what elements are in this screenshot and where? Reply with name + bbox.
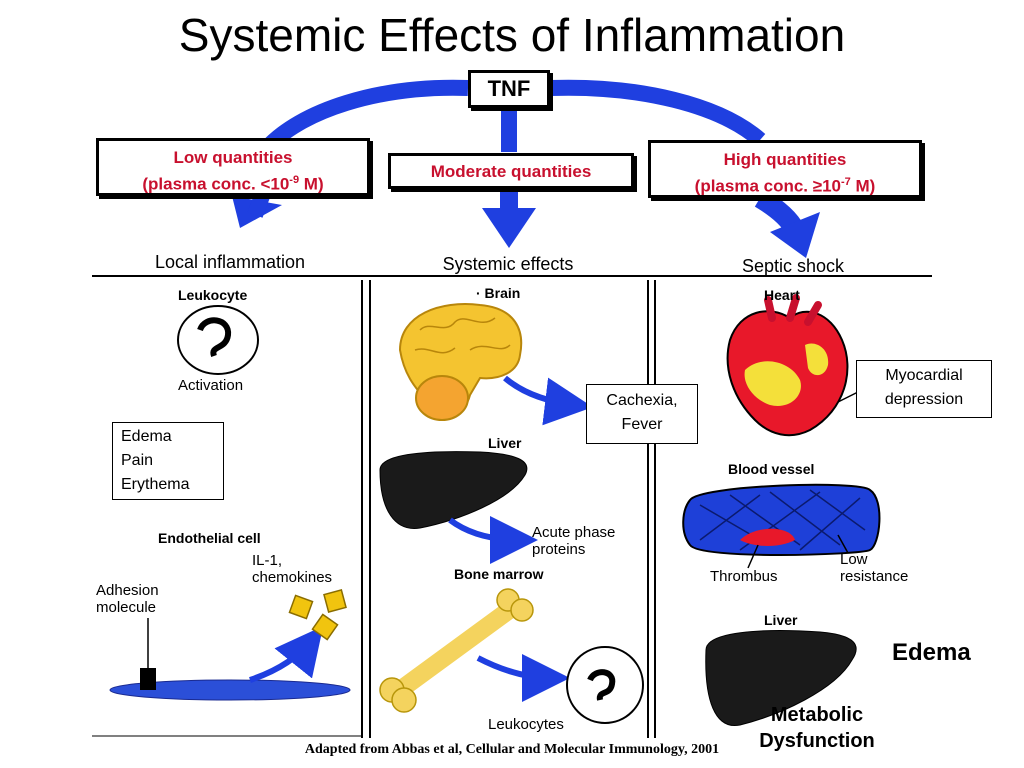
- tnf-box: TNF: [468, 70, 550, 108]
- arrow-to-cachexia: [503, 375, 593, 426]
- bone-end-4: [510, 598, 534, 622]
- bone-marrow-label: Bone marrow: [454, 566, 544, 582]
- adhesion-text-2: molecule: [96, 599, 157, 616]
- bone-shape: [391, 599, 521, 699]
- adhesion-molecule-shape: [140, 668, 156, 690]
- acute-phase-label: Acute phase proteins: [532, 524, 615, 558]
- column-header-systemic: Systemic effects: [442, 254, 574, 274]
- thrombus-shape: [740, 528, 795, 546]
- moderate-quantities-box: Moderate quantities: [388, 153, 634, 189]
- leukocytes-label: Leukocytes: [488, 716, 564, 733]
- chemokine-1: [288, 594, 314, 620]
- moderate-quantities-title: Moderate quantities: [430, 162, 592, 181]
- cachexia-fever-box: Cachexia, Fever: [586, 384, 698, 444]
- acute-text-2: proteins: [532, 541, 586, 558]
- metabolic-text-1: Metabolic: [770, 704, 864, 726]
- low-quantities-title: Low quantities: [173, 148, 293, 167]
- page-title: Systemic Effects of Inflammation: [178, 9, 846, 61]
- erythema-text: Erythema: [121, 476, 190, 493]
- metabolic-dysfunction-label: Metabolic Dysfunction: [742, 702, 892, 754]
- arrow-to-chemokines: [249, 625, 324, 683]
- leukocyte-nucleus: [197, 317, 231, 358]
- myocardial-depression-box: Myocardial depression: [856, 360, 992, 418]
- cachexia-text: Cachexia,: [606, 392, 678, 409]
- activation-label: Activation: [178, 377, 244, 394]
- high-conc-pre: (plasma conc. ≥10: [694, 176, 841, 196]
- tnf-label: TNF: [487, 76, 531, 101]
- resistance-text: resistance: [840, 568, 909, 585]
- leukocytes-nucleus: [587, 669, 616, 701]
- high-quantities-conc: (plasma conc. ≥10-7 M): [651, 171, 919, 198]
- high-quantities-title: High quantities: [723, 150, 847, 169]
- local-symptoms-box: Edema Pain Erythema: [112, 422, 224, 500]
- column-header-local: Local inflammation: [154, 252, 306, 272]
- thrombus-label: Thrombus: [710, 568, 778, 585]
- arrow-high-head: [770, 212, 820, 258]
- high-conc-post: M): [850, 176, 876, 196]
- arrow-moderate-head: [482, 208, 536, 248]
- low-conc-exp: -9: [289, 174, 300, 186]
- brain-label: · Brain: [476, 285, 521, 301]
- bone-end-2: [391, 687, 417, 713]
- leukocyte-cell: [177, 305, 259, 375]
- liver-systemic-label: Liver: [488, 435, 522, 451]
- endothelial-cell-label: Endothelial cell: [158, 530, 261, 546]
- myocardial-text-1: Myocardial: [885, 367, 963, 384]
- metabolic-text-2: Dysfunction: [759, 730, 875, 752]
- chemokine-3: [311, 613, 339, 641]
- il1-text: IL-1,: [252, 552, 283, 569]
- source-footer: Adapted from Abbas et al, Cellular and M…: [304, 742, 720, 757]
- heart-vessels: [764, 294, 822, 326]
- leukocytes-cell: [566, 646, 644, 724]
- adhesion-text-1: Adhesion: [96, 582, 159, 599]
- low-conc-pre: (plasma conc. <10: [142, 174, 290, 194]
- arrow-to-leukocytes: [476, 653, 570, 702]
- liver-systemic: [379, 451, 528, 529]
- brain-folds: [414, 317, 511, 354]
- high-conc-exp: -7: [841, 176, 851, 188]
- low-resistance-label: Low resistance: [840, 551, 908, 585]
- liver-septic: [705, 630, 857, 727]
- thrombus-pointer: [747, 544, 759, 569]
- chemokines-text: chemokines: [252, 569, 333, 586]
- heart-label: Heart: [764, 287, 800, 303]
- high-quantities-box: High quantities (plasma conc. ≥10-7 M): [648, 140, 922, 198]
- myocardial-text-2: depression: [884, 391, 964, 408]
- adhesion-molecule-label: Adhesion molecule: [96, 582, 159, 616]
- arrow-to-low: [258, 79, 469, 156]
- column-header-septic: Septic shock: [741, 256, 845, 276]
- il1-chemokines-label: IL-1, chemokines: [252, 552, 332, 586]
- leukocyte-label: Leukocyte: [178, 287, 248, 303]
- arrow-to-high: [549, 79, 766, 147]
- pain-text: Pain: [121, 452, 154, 469]
- edema-septic-label: Edema: [892, 639, 971, 666]
- low-conc-post: M): [299, 174, 324, 194]
- blood-vessel-label: Blood vessel: [728, 461, 815, 477]
- low-quantities-box: Low quantities (plasma conc. <10-9 M): [96, 138, 370, 196]
- chemokine-2: [323, 589, 347, 613]
- low-resistance-pointer: [837, 534, 849, 554]
- low-quantities-conc: (plasma conc. <10-9 M): [99, 169, 367, 196]
- edema-text: Edema: [121, 428, 172, 445]
- heart-highlight: [744, 343, 829, 406]
- liver-septic-label: Liver: [764, 612, 798, 628]
- low-text: Low: [840, 551, 868, 568]
- cerebellum: [415, 375, 469, 421]
- arrow-to-low-shaft: [247, 193, 270, 218]
- blood-vessel-mesh: [699, 489, 866, 551]
- acute-text-1: Acute phase: [532, 524, 616, 541]
- endothelial-cell: [109, 679, 351, 701]
- arrow-to-acute-phase: [448, 515, 538, 564]
- fever-text: Fever: [621, 416, 663, 433]
